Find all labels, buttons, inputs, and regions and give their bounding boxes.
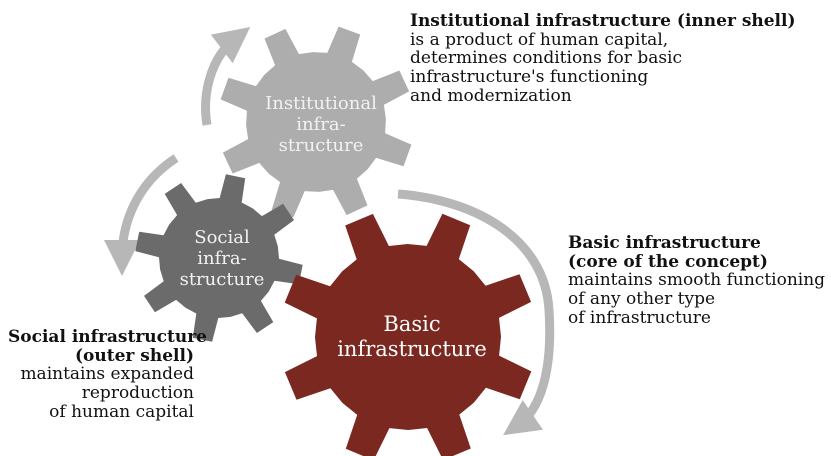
description-line: of human capital (49, 401, 194, 422)
social-description-subtitle: (outer shell) (75, 345, 194, 366)
gear-label-line: Institutional (265, 93, 377, 114)
basic-description-title: Basic infrastructure (568, 233, 761, 253)
gear-label-line: structure (278, 135, 364, 157)
basic-gear-icon (284, 213, 532, 456)
institutional-gear-icon (220, 26, 412, 218)
gear-label-line: infrastructure (337, 336, 487, 361)
description-line: determines conditions for basic (410, 48, 683, 69)
gear-label-line: Basic (383, 312, 441, 336)
institutional-description: Institutional infrastructure (inner shel… (410, 12, 796, 105)
institutional-description-title: Institutional infrastructure (inner shel… (410, 11, 796, 31)
description-line: maintains smooth functioning (568, 270, 826, 291)
arrow-to-basic-icon (397, 189, 555, 436)
basic-gear-label: Basic infrastructure (322, 312, 502, 361)
social-description-title: Social infrastructure (8, 327, 207, 347)
gear-label-line: Social (194, 227, 250, 248)
social-gear-label: Social infra- structure (152, 227, 292, 290)
description-line: of any other type (568, 289, 716, 310)
gear-label-line: infra- (296, 114, 346, 136)
description-line: is a product of human capital, (410, 29, 669, 50)
basic-description-subtitle: (core of the concept) (568, 251, 768, 272)
institutional-gear-label: Institutional infra- structure (246, 93, 396, 156)
description-line: infrastructure's functioning (410, 67, 649, 88)
arrow-to-social-icon (104, 154, 179, 276)
gear-label-line: infra- (197, 248, 247, 270)
social-gear-icon (135, 174, 303, 342)
description-line: of infrastructure (568, 307, 711, 328)
description-line: and modernization (410, 85, 572, 106)
gear-label-line: structure (179, 269, 265, 291)
description-line: maintains expanded (20, 364, 194, 385)
social-description: Social infrastructure (outer shell) main… (8, 327, 207, 422)
basic-description: Basic infrastructure (core of the concep… (568, 234, 825, 327)
arrow-to-institutional-icon (201, 27, 251, 126)
description-line: reproduction (81, 383, 194, 404)
